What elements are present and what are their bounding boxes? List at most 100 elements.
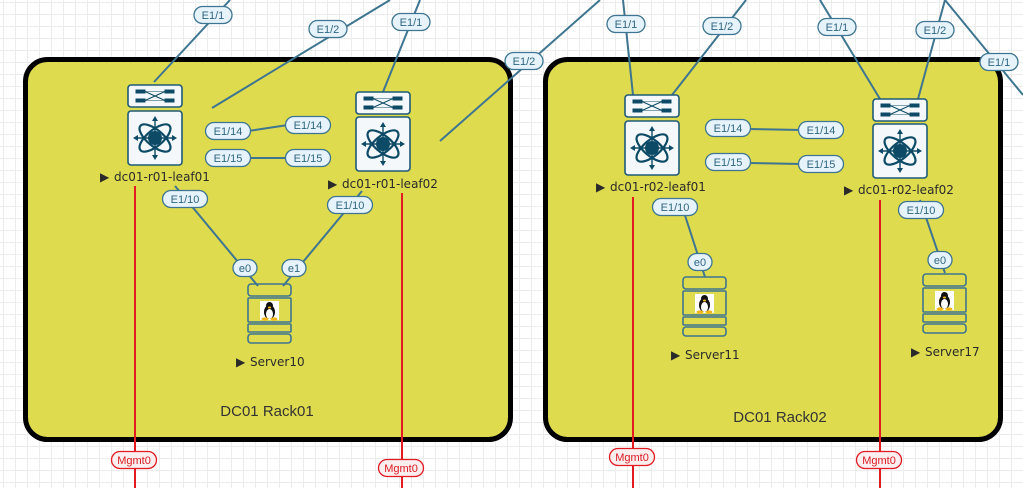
play-icon[interactable]: ▶	[911, 345, 921, 359]
interface-badge-background	[391, 12, 431, 32]
play-icon[interactable]: ▶	[671, 348, 681, 362]
interface-badge-r01l2-peer14[interactable]: E1/14	[284, 115, 332, 135]
interface-badge-background	[204, 148, 252, 168]
interface-badge-background	[797, 154, 845, 174]
play-icon[interactable]: ▶	[844, 183, 854, 197]
interface-badge-s10-e0[interactable]: e0	[232, 258, 258, 278]
interface-label: E1/10	[171, 194, 200, 206]
server-server10[interactable]: ▶ Server10	[236, 283, 305, 369]
interface-label: E1/14	[807, 125, 836, 137]
mgmt-interface-badge-mgmt-r01l1[interactable]: Mgmt0	[110, 450, 158, 470]
interface-label: E1/15	[294, 153, 323, 165]
interface-badge-s17-e0[interactable]: e0	[927, 250, 953, 270]
interface-label: E1/10	[336, 200, 365, 212]
interface-badge-r02l1-peer15[interactable]: E1/15	[704, 152, 752, 172]
interface-badge-r02l2-srv[interactable]: E1/10	[897, 200, 945, 220]
interface-badge-r01l1-peer14[interactable]: E1/14	[204, 121, 252, 141]
interface-label: Mgmt0	[615, 452, 649, 464]
interface-badge-r02l1-peer14[interactable]: E1/14	[704, 118, 752, 138]
interface-badge-s10-e1[interactable]: e1	[281, 258, 307, 278]
interface-badge-r01l2-up1[interactable]: E1/1	[391, 12, 431, 32]
switch-dc01-r02-leaf02[interactable]: ▶ dc01-r02-leaf02	[844, 98, 954, 197]
interface-badge-background	[704, 118, 752, 138]
peer-link-r02-e1-15[interactable]	[747, 162, 803, 165]
interface-badge-r02l2-up1[interactable]: E1/1	[817, 17, 857, 37]
interface-badge-background	[915, 20, 955, 40]
interface-label: E1/1	[400, 17, 423, 29]
interface-badge-r02l2-up2[interactable]: E1/2	[915, 20, 955, 40]
interface-badge-r02l1-srv[interactable]: E1/10	[651, 197, 699, 217]
peer-link-r02-e1-14[interactable]	[747, 128, 803, 131]
switch-dc01-r01-leaf02[interactable]: ▶ dc01-r01-leaf02	[328, 91, 438, 191]
link-r02-right-e1-1[interactable]	[944, 0, 1023, 96]
interface-badge-background	[897, 200, 945, 220]
interface-label: e0	[239, 263, 251, 275]
interface-badge-s11-e0[interactable]: e0	[687, 252, 713, 272]
mgmt-interface-badge-mgmt-r02l2[interactable]: Mgmt0	[855, 450, 903, 470]
interface-label: E1/15	[214, 153, 243, 165]
interface-badge-background	[204, 121, 252, 141]
interface-badge-background	[284, 115, 332, 135]
interface-badge-background	[326, 195, 374, 215]
interface-badge-r01l1-up2[interactable]: E1/2	[308, 19, 348, 39]
interface-badge-r02l1-up1[interactable]: E1/1	[606, 14, 646, 34]
node-label: Server11	[685, 348, 740, 362]
interface-label: e0	[934, 255, 946, 267]
interface-label: E1/14	[714, 123, 743, 135]
switch-dc01-r02-leaf01[interactable]: ▶ dc01-r02-leaf01	[596, 94, 706, 194]
interface-label: E1/2	[711, 21, 734, 33]
play-icon[interactable]: ▶	[328, 177, 338, 191]
link-r02l1-e1-2[interactable]	[671, 0, 747, 96]
mgmt-interface-badge-mgmt-r01l2[interactable]: Mgmt0	[377, 458, 425, 478]
server-server17[interactable]: ▶ Server17	[911, 273, 980, 359]
interface-badge-background	[504, 51, 544, 71]
link-r01l2-e1-2[interactable]	[439, 0, 601, 142]
node-label: Server10	[250, 355, 305, 369]
interface-badge-background	[855, 450, 903, 470]
interface-badge-r01l1-up1[interactable]: E1/1	[193, 5, 233, 25]
rack01-label: DC01 Rack01	[220, 403, 313, 420]
nexus-switch-top-icon	[355, 91, 411, 115]
peer-link-r01-e1-14[interactable]	[247, 124, 289, 132]
interface-label: E1/10	[661, 202, 690, 214]
interface-label: E1/14	[294, 120, 323, 132]
play-icon[interactable]: ▶	[596, 180, 606, 194]
node-label: dc01-r01-leaf02	[342, 177, 438, 191]
interface-badge-r02l1-up2[interactable]: E1/2	[702, 16, 742, 36]
interface-badge-r01l2-peer15[interactable]: E1/15	[284, 148, 332, 168]
rack02-container[interactable]	[543, 57, 1003, 442]
mgmt-interface-badge-mgmt-r02l1[interactable]: Mgmt0	[608, 447, 656, 467]
link-r02l2-e1-1[interactable]	[819, 0, 881, 100]
interface-badge-r02l2-peer15[interactable]: E1/15	[797, 154, 845, 174]
interface-badge-background	[193, 5, 233, 25]
interface-label: e0	[694, 257, 706, 269]
play-icon[interactable]: ▶	[236, 355, 246, 369]
interface-badge-background	[817, 17, 857, 37]
interface-badge-background	[702, 16, 742, 36]
interface-badge-background	[606, 14, 646, 34]
interface-label: E1/1	[826, 22, 849, 34]
interface-badge-background	[284, 148, 332, 168]
play-icon[interactable]: ▶	[100, 170, 110, 184]
interface-badge-r02l2-peer14[interactable]: E1/14	[797, 120, 845, 140]
interface-badge-r01l1-srv[interactable]: E1/10	[161, 189, 209, 209]
switch-dc01-r01-leaf01[interactable]: ▶ dc01-r01-leaf01	[100, 84, 210, 184]
server-server11[interactable]: ▶ Server11	[671, 276, 740, 362]
interface-badge-r01l2-srv[interactable]: E1/10	[326, 195, 374, 215]
link-r02l2-e1-2[interactable]	[917, 0, 946, 100]
interface-badge-r01l1-peer15[interactable]: E1/15	[204, 148, 252, 168]
interface-badge-r01l2-up2[interactable]: E1/2	[504, 51, 544, 71]
rack02-label: DC01 Rack02	[733, 409, 826, 426]
link-r01l1-e1-2[interactable]	[211, 0, 391, 109]
interface-badge-background	[979, 52, 1019, 72]
nexus-switch-icon	[354, 115, 412, 173]
interface-badge-background	[281, 258, 307, 278]
interface-badge-r02l2-right[interactable]: E1/1	[979, 52, 1019, 72]
interface-label: Mgmt0	[384, 463, 418, 475]
nexus-switch-icon	[623, 119, 681, 177]
rack01-container[interactable]	[23, 57, 513, 442]
interface-label: Mgmt0	[862, 455, 896, 467]
interface-label: e1	[288, 263, 300, 275]
uplinks	[153, 0, 1023, 142]
